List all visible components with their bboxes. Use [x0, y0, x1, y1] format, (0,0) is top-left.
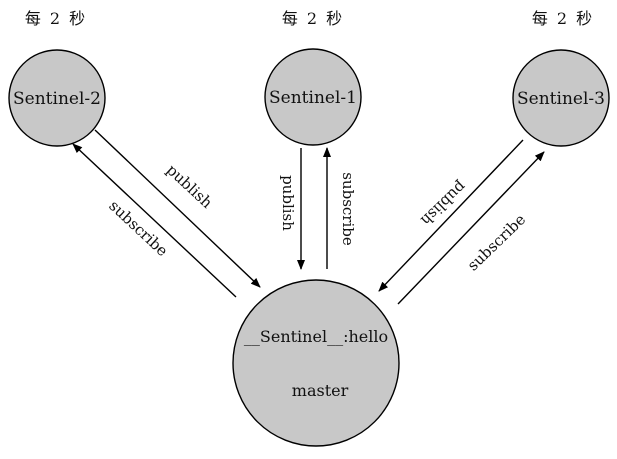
master-label: master: [292, 381, 349, 400]
interval-label-sentinel-3: 每 2 秒: [532, 9, 594, 28]
sentinel-3-subscribe-arrow: [397, 151, 545, 305]
sentinel-1-publish-label: publish: [279, 175, 297, 231]
sentinel-2-subscribe-arrow: [72, 143, 237, 298]
sentinel-1-label: Sentinel-1: [269, 88, 357, 108]
interval-label-sentinel-2: 每 2 秒: [25, 9, 87, 28]
sentinel-1-node: Sentinel-1: [264, 48, 362, 146]
sentinel-2-publish-arrow: [94, 129, 261, 288]
sentinel-2-node: Sentinel-2: [8, 49, 106, 147]
sentinel-2-publish-label: publish: [163, 161, 216, 212]
master-channel-label: __Sentinel__:hello: [244, 327, 388, 346]
master-node: __Sentinel__:hello master: [232, 279, 400, 447]
sentinel-2-label: Sentinel-2: [13, 89, 101, 109]
interval-label-sentinel-1: 每 2 秒: [282, 9, 344, 28]
sentinel-3-publish-arrow: [378, 139, 524, 292]
sentinel-3-subscribe-label: subscribe: [464, 210, 529, 274]
sentinel-3-node: Sentinel-3: [512, 49, 610, 147]
sentinel-3-label: Sentinel-3: [517, 89, 605, 109]
sentinel-1-subscribe-label: subscribe: [339, 172, 357, 246]
